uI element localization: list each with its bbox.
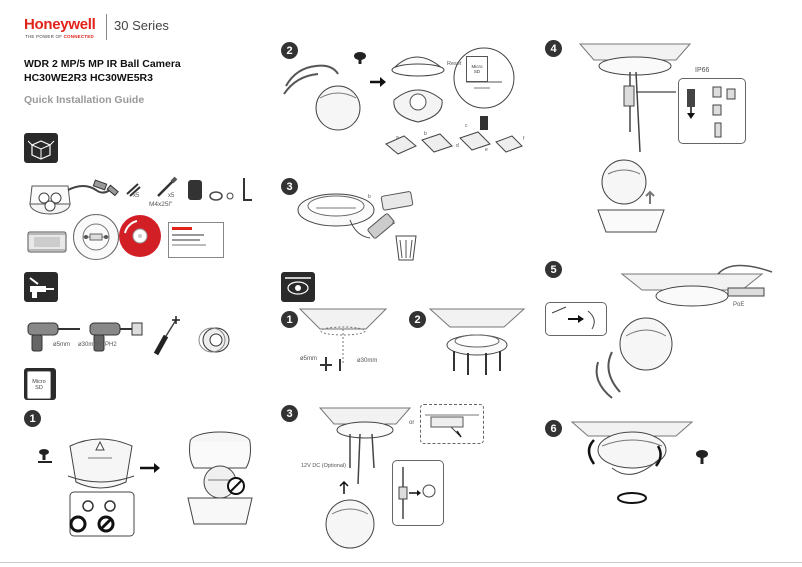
power-optional-label: 12V DC (Optional) <box>301 463 346 469</box>
bottom-border <box>0 562 802 563</box>
callout-3a: a <box>392 220 395 226</box>
step-number-1: 1 <box>24 410 41 427</box>
mount-drill-30mm: ø30mm <box>357 358 378 364</box>
screws-drawing <box>126 183 141 197</box>
tape-roll-drawing <box>198 327 230 353</box>
step2-microsd-insert-drawing <box>283 47 523 155</box>
step-number-4: 4 <box>545 40 562 57</box>
drill-template-disc <box>73 214 119 260</box>
callout-3b: b <box>368 194 371 200</box>
series-name: 30 Series <box>114 18 169 33</box>
mount-step2-screw-base-drawing <box>428 308 526 375</box>
cd-disc <box>119 215 161 257</box>
step5-attach-camera-drawing <box>595 264 773 399</box>
screwdriver-label: PH2 <box>105 342 117 348</box>
box-icon <box>24 133 58 163</box>
callout-c: c <box>465 123 468 129</box>
wall-anchors-drawing <box>157 176 178 197</box>
step3-base-desiccant-drawing <box>297 191 417 261</box>
guide-title: Quick Installation Guide <box>24 94 145 106</box>
mount-icon <box>281 272 315 302</box>
poe-label: PoE <box>733 302 745 308</box>
step-number-5: 5 <box>545 261 562 278</box>
wiring-detail-box <box>392 460 444 526</box>
accessories-drawing <box>188 178 252 201</box>
step-number-3: 3 <box>281 178 298 195</box>
camera-with-cable-drawing <box>29 179 119 215</box>
step-number-2: 2 <box>281 42 298 59</box>
drills-drawing <box>27 322 143 352</box>
mount-step3-wiring-drawing <box>318 407 412 549</box>
screw-size: M4x25l" <box>149 201 173 208</box>
step-number-6: 6 <box>545 420 562 437</box>
honeywell-logo: Honeywell <box>24 16 96 33</box>
product-title: WDR 2 MP/5 MP IR Ball Camera <box>24 58 181 70</box>
waterproof-connector-box <box>678 78 746 144</box>
mount-drill-5mm: ø5mm <box>300 356 317 362</box>
tagline: THE POWER OF CONNECTED <box>25 34 94 39</box>
desiccant-bag-drawing <box>27 231 67 253</box>
alternate-mount-box <box>420 404 484 444</box>
ip66-label: IP66 <box>695 67 710 74</box>
or-label: or <box>409 420 415 426</box>
step4-cable-waterproof-drawing <box>578 43 692 233</box>
reset-label: Reset <box>447 61 462 67</box>
callout-f: f <box>523 136 525 142</box>
drill-bit-30mm-label: ø30mm <box>78 342 99 348</box>
step1-open-camera-drawing <box>38 431 253 537</box>
model-numbers: HC30WE2R3 HC30WE5R3 <box>24 72 153 84</box>
callout-a: a <box>396 135 399 141</box>
alignment-detail-box <box>545 302 607 336</box>
screws-quantity: x5 <box>133 193 140 199</box>
mount-step-number-2: 2 <box>409 311 426 328</box>
drill-bit-5mm-label: ø5mm <box>53 342 70 348</box>
quick-guide-booklet <box>168 222 224 258</box>
anchors-quantity: x5 <box>168 193 175 199</box>
tools-icon <box>24 272 58 302</box>
screwdriver-drawing <box>153 316 180 356</box>
callout-b: b <box>424 131 427 137</box>
mount-step-number-3: 3 <box>281 405 298 422</box>
step6-adjust-angle-drawing <box>570 421 708 504</box>
mount-step1-drilling-drawing <box>298 308 388 371</box>
callout-d: d <box>456 143 459 149</box>
mount-step-number-1: 1 <box>281 311 298 328</box>
header-divider <box>106 14 107 40</box>
callout-e: e <box>485 147 488 153</box>
